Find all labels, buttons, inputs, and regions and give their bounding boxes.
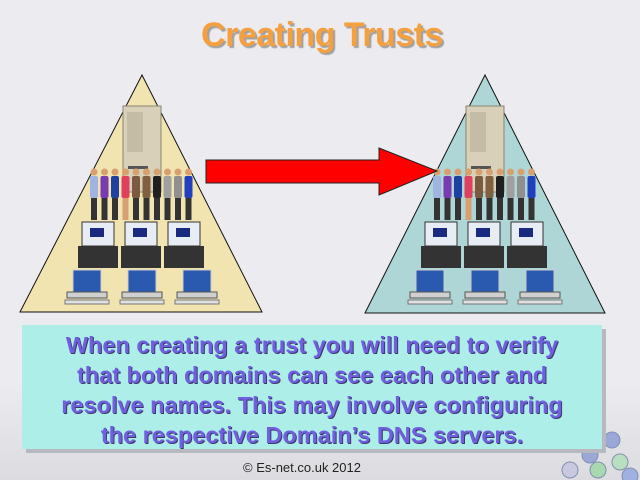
decorative-bubbles [561, 431, 639, 480]
desktop-icon [64, 269, 110, 305]
body-line: that both domains can see each other and [76, 362, 548, 388]
users-icon [433, 168, 536, 220]
laptop-icon [78, 221, 118, 268]
body-line: the respective Domain’s DNS servers. [100, 422, 524, 448]
laptop-icon [507, 221, 547, 268]
desktop-icon [517, 269, 563, 305]
trust-arrow [205, 147, 439, 196]
desktop-icon [119, 269, 165, 305]
desktop-icon [462, 269, 508, 305]
desktop-icon [407, 269, 453, 305]
body-line: resolve names. This may involve configur… [61, 392, 563, 418]
copyright-footer: © Es-net.co.uk 2012 [243, 460, 361, 475]
laptop-icon [121, 221, 161, 268]
domain-left [19, 73, 263, 313]
desktop-icon [174, 269, 220, 305]
slide-title: Creating Trusts [201, 16, 443, 54]
domain-right [364, 73, 606, 314]
users-icon [90, 168, 193, 220]
body-line: When creating a trust you will need to v… [65, 332, 559, 358]
laptop-icon [464, 221, 504, 268]
explanation-box: When creating a trust you will need to v… [22, 325, 602, 449]
laptop-icon [164, 221, 204, 268]
laptop-icon [421, 221, 461, 268]
